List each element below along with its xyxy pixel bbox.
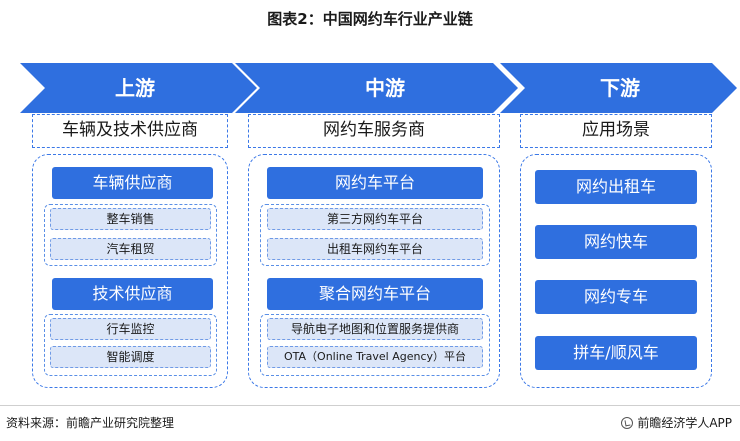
downstream-header: 应用场景 — [520, 114, 712, 148]
ride-hailing-platform-box: 网约车平台 — [267, 167, 483, 199]
midstream-header: 网约车服务商 — [248, 114, 500, 148]
stage-label-upstream: 上游 — [115, 76, 155, 100]
smart-dispatch-item: 智能调度 — [50, 346, 211, 368]
ota-platform-item: OTA（Online Travel Agency）平台 — [267, 346, 483, 368]
taxi-platform-item: 出租车网约车平台 — [267, 238, 483, 260]
scenario-express: 网约快车 — [535, 225, 697, 259]
brand-logo-icon — [621, 416, 634, 429]
brand-footer: 前瞻经济学人APP — [621, 414, 732, 431]
driving-monitor-item: 行车监控 — [50, 318, 211, 340]
vehicle-sales-item: 整车销售 — [50, 208, 211, 230]
stage-label-downstream: 下游 — [600, 76, 640, 100]
footer-divider — [0, 405, 740, 406]
upstream-header: 车辆及技术供应商 — [32, 114, 228, 148]
third-party-platform-item: 第三方网约车平台 — [267, 208, 483, 230]
aggregator-platform-box: 聚合网约车平台 — [267, 278, 483, 310]
scenario-premier: 网约专车 — [535, 280, 697, 314]
stage-label-midstream: 中游 — [365, 76, 405, 100]
brand-name: 前瞻经济学人APP — [637, 416, 732, 430]
source-note: 资料来源：前瞻产业研究院整理 — [6, 416, 175, 430]
arrow-downstream — [500, 63, 737, 113]
vehicle-supplier-box: 车辆供应商 — [52, 167, 213, 199]
scenario-carpool: 拼车/顺风车 — [535, 336, 697, 370]
arrow-midstream — [235, 63, 518, 113]
chart-title: 图表2：中国网约车行业产业链 — [267, 10, 473, 28]
navigation-map-provider-item: 导航电子地图和位置服务提供商 — [267, 318, 483, 340]
tech-supplier-box: 技术供应商 — [52, 278, 213, 310]
car-rental-item: 汽车租贸 — [50, 238, 211, 260]
scenario-online-taxi: 网约出租车 — [535, 170, 697, 204]
arrow-upstream — [20, 63, 257, 113]
